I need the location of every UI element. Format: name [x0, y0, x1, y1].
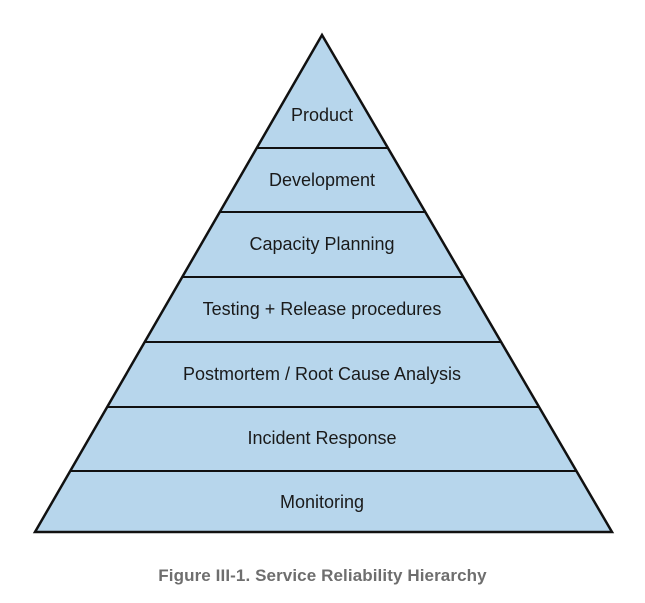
pyramid-outline [32, 32, 615, 534]
level-label-development: Development [269, 170, 375, 190]
level-label-monitoring: Monitoring [280, 492, 364, 512]
pyramid-labels: Product Development Capacity Planning Te… [183, 105, 461, 512]
pyramid-dividers [70, 147, 577, 472]
level-label-capacity-planning: Capacity Planning [249, 234, 394, 254]
level-label-product: Product [291, 105, 353, 125]
level-label-testing-release: Testing + Release procedures [203, 299, 442, 319]
level-label-incident-response: Incident Response [247, 428, 396, 448]
figure-caption: Figure III-1. Service Reliability Hierar… [158, 566, 487, 585]
level-label-postmortem: Postmortem / Root Cause Analysis [183, 364, 461, 384]
reliability-pyramid: Product Development Capacity Planning Te… [32, 32, 615, 534]
